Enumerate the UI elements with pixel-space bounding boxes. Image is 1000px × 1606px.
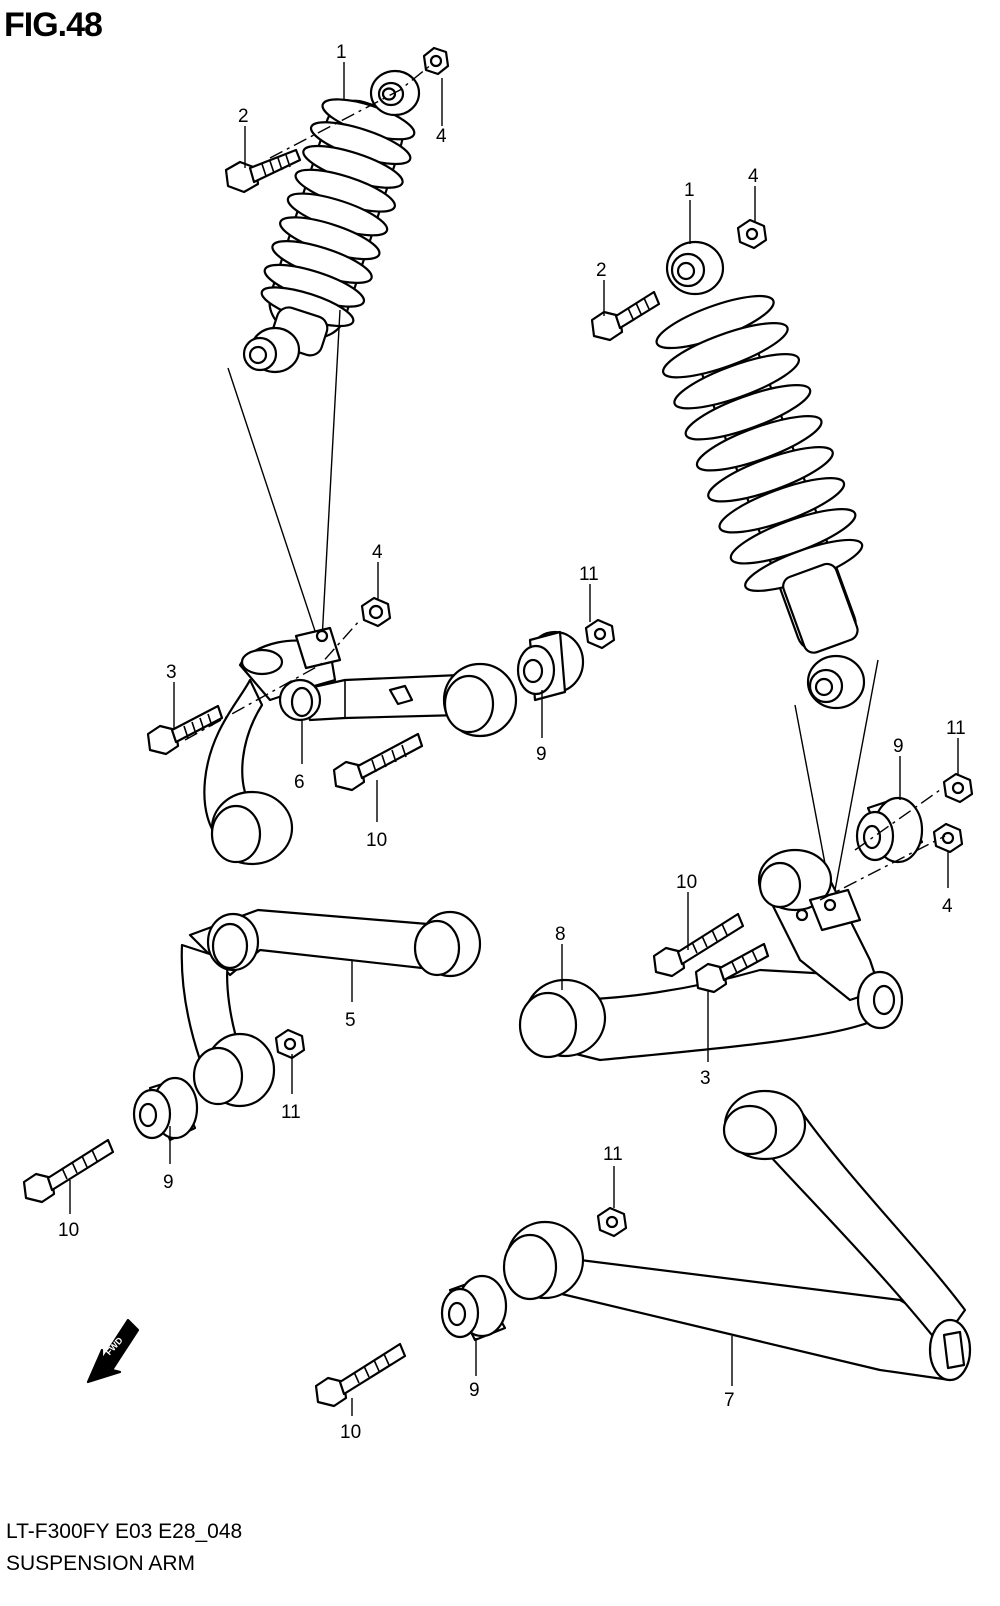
right-upper-arm-bushing[interactable] — [855, 796, 924, 864]
callout-10: 10 — [366, 830, 387, 851]
callout-5: 5 — [345, 1010, 356, 1031]
callout-11: 11 — [603, 1144, 623, 1165]
callout-9: 9 — [163, 1172, 174, 1193]
callout-4: 4 — [942, 896, 953, 917]
left-upper-arm-bushing[interactable] — [516, 630, 585, 702]
right-shock-upper-nut[interactable] — [736, 218, 768, 250]
right-shock-lower-bolt[interactable] — [694, 942, 770, 994]
callout-10: 10 — [58, 1220, 79, 1241]
right-upper-arm[interactable] — [518, 848, 904, 1062]
forward-direction-arrow-icon: FWD — [86, 1318, 140, 1384]
right-lower-arm-bushing[interactable] — [440, 1274, 508, 1342]
callout-7: 7 — [724, 1390, 735, 1411]
callout-6: 6 — [294, 772, 305, 793]
callout-2: 2 — [238, 106, 249, 127]
callout-10: 10 — [676, 872, 697, 893]
callout-9: 9 — [536, 744, 547, 765]
callout-4: 4 — [748, 166, 759, 187]
left-shock-upper-bolt[interactable] — [224, 148, 302, 194]
callout-3: 3 — [166, 662, 177, 683]
callout-9: 9 — [893, 736, 904, 757]
left-shock-upper-nut[interactable] — [422, 46, 450, 76]
callout-1: 1 — [336, 42, 347, 63]
callout-8: 8 — [555, 924, 566, 945]
right-shock-lower-nut[interactable] — [932, 822, 964, 854]
callout-11: 11 — [281, 1102, 301, 1123]
right-lower-arm[interactable] — [502, 1089, 972, 1382]
callout-1: 1 — [684, 180, 695, 201]
right-lower-arm-bolt[interactable] — [314, 1342, 407, 1408]
right-upper-arm-bolt[interactable] — [652, 912, 745, 978]
left-lower-arm-bolt[interactable] — [22, 1138, 115, 1204]
figure-title: FIG.48 — [4, 6, 103, 44]
callout-3: 3 — [700, 1068, 711, 1089]
right-shock-upper-bolt[interactable] — [590, 290, 661, 342]
right-shock-absorber[interactable] — [648, 240, 896, 710]
left-shock-absorber[interactable] — [242, 69, 423, 374]
model-code: LT-F300FY E03 E28_048 — [6, 1520, 243, 1543]
section-name: SUSPENSION ARM — [6, 1552, 196, 1575]
left-lower-arm-bushing[interactable] — [132, 1076, 199, 1142]
callout-9: 9 — [469, 1380, 480, 1401]
right-upper-arm-nut-11[interactable] — [942, 772, 974, 804]
left-upper-arm[interactable] — [203, 626, 518, 866]
left-lower-arm-nut[interactable] — [274, 1028, 306, 1060]
left-shock-lower-bolt[interactable] — [146, 704, 224, 756]
callout-2: 2 — [596, 260, 607, 281]
callout-4: 4 — [436, 126, 447, 147]
callout-11: 11 — [946, 718, 966, 739]
right-lower-arm-nut[interactable] — [596, 1206, 628, 1238]
callout-10: 10 — [340, 1422, 361, 1443]
callout-11: 11 — [579, 564, 599, 585]
left-upper-arm-bolt[interactable] — [332, 732, 424, 792]
callout-4: 4 — [372, 542, 383, 563]
left-lower-arm[interactable] — [180, 908, 482, 1108]
left-shock-lower-nut[interactable] — [360, 596, 392, 628]
left-upper-arm-nut[interactable] — [584, 618, 616, 650]
